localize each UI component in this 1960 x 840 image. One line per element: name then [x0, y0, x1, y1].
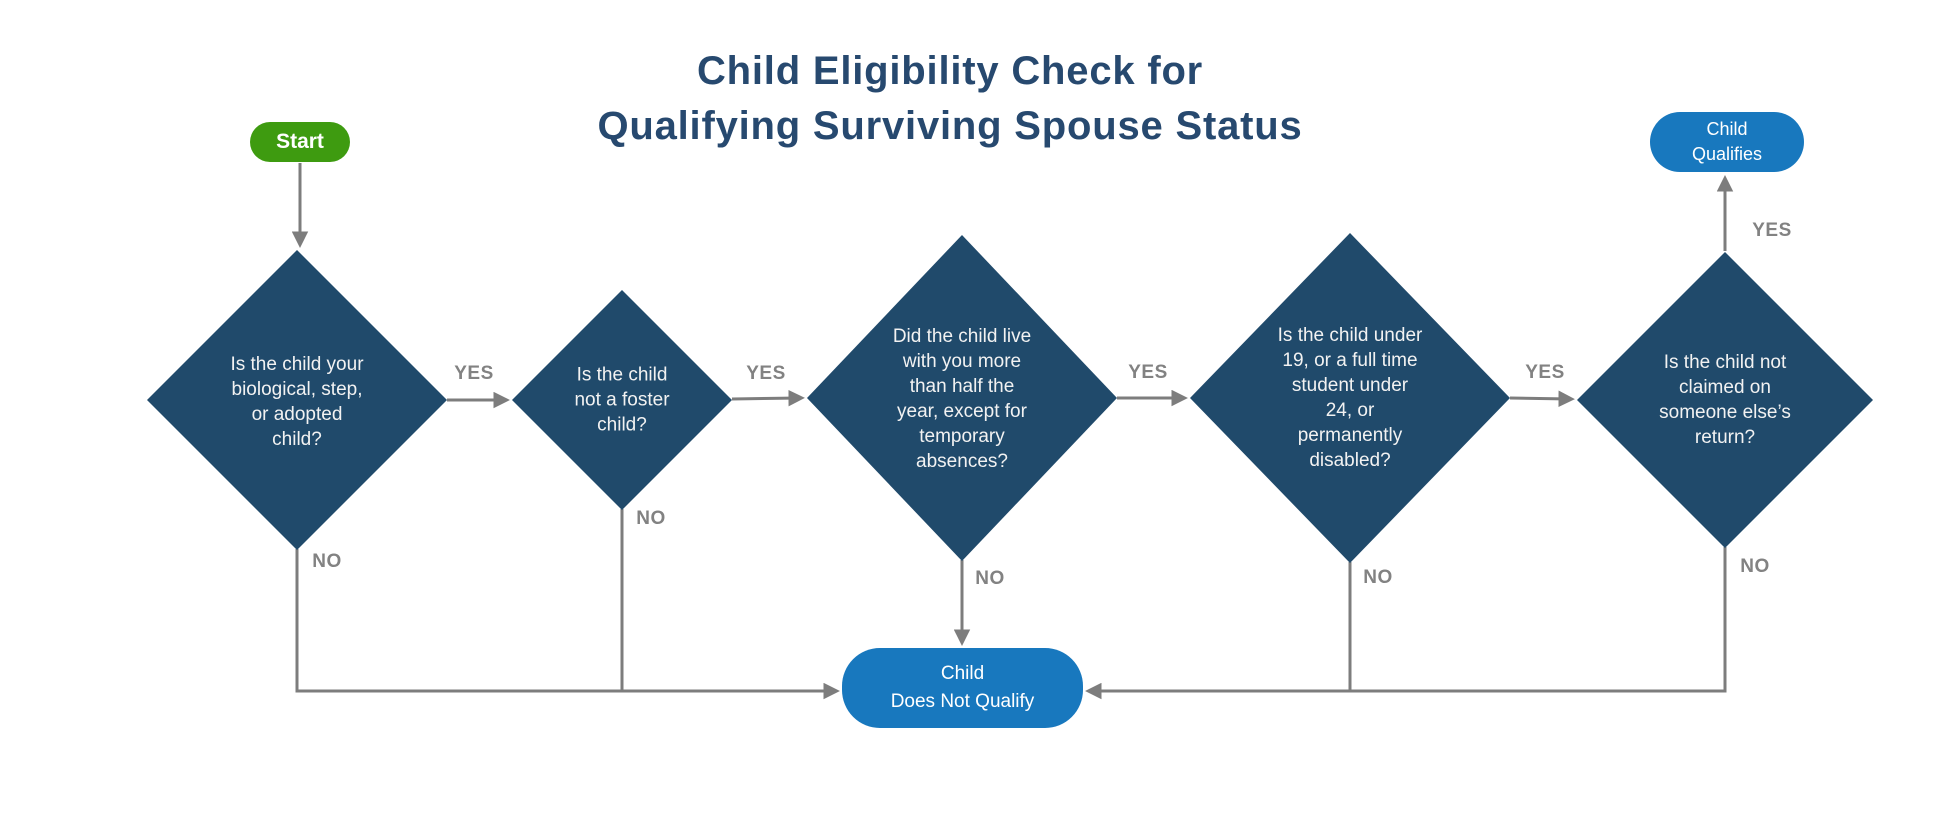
decision-q1-diamond: [147, 250, 447, 550]
yes-label-q1-q2: YES: [454, 363, 494, 384]
decision-q3-text: Did the child live with you more than ha…: [892, 325, 1032, 473]
decision-q3-diamond: [807, 235, 1117, 561]
start-node: Start: [250, 122, 350, 162]
yes-label-q3-q4: YES: [1128, 362, 1168, 383]
child-does-not-qualify-node: Child Does Not Qualify: [842, 648, 1083, 728]
edge-yes-q4-q5: [1509, 390, 1575, 408]
yes-label-q4-q5: YES: [1525, 362, 1565, 383]
decision-q5-text: Is the child not claimed on someone else…: [1659, 351, 1791, 449]
edge-yes-q2-q3: [731, 389, 805, 407]
decision-q2-text: Is the child not a foster child?: [574, 364, 670, 436]
edge-no-q1-to-not-qualify: [295, 549, 840, 700]
yes-label-q5-qualifies: YES: [1752, 220, 1792, 241]
decision-q1-text: Is the child your biological, step, or a…: [230, 353, 364, 451]
yes-label-q2-q3: YES: [746, 363, 786, 384]
no-label-q3: NO: [975, 568, 1005, 589]
page-title: Child Eligibility Check for Qualifying S…: [597, 49, 1303, 149]
decision-q5-diamond: [1577, 252, 1873, 548]
decision-q4-text: Is the child under 19, or a full time st…: [1277, 324, 1423, 472]
no-label-q4: NO: [1363, 567, 1393, 588]
edge-no-q5-to-not-qualify: [1085, 547, 1727, 700]
decision-q2-diamond: [512, 290, 732, 510]
no-label-q5: NO: [1740, 556, 1770, 577]
child-qualifies-node: Child Qualifies: [1650, 112, 1804, 172]
no-label-q2: NO: [636, 508, 666, 529]
no-label-q1: NO: [312, 551, 342, 572]
decision-q4-diamond: [1190, 233, 1510, 563]
